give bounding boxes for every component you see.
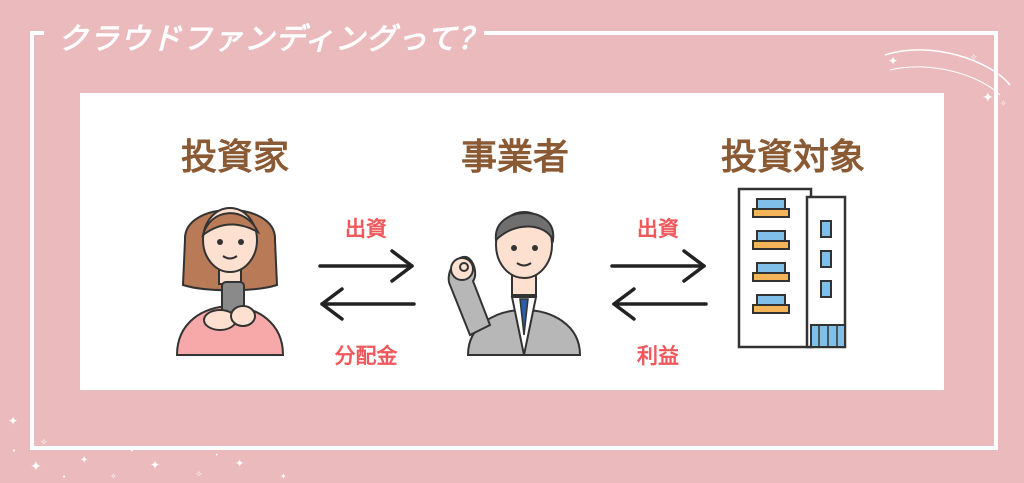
investor-woman-icon: [175, 207, 285, 356]
arrow-right-icon-2: [610, 249, 706, 283]
flow-label-investment-2: 出資: [637, 217, 679, 241]
sparkle-icon-bottom-left: ✦ ✧ ✦ ✦ ✧ ✦ ✧ ✦ ✦ • • • •: [8, 414, 287, 481]
flow-label-investment-1: 出資: [345, 217, 387, 241]
svg-text:•: •: [130, 448, 134, 455]
svg-text:✦: ✦: [982, 90, 994, 106]
node-business-label: 事業者: [460, 137, 569, 178]
arrow-left-icon-1: [320, 287, 416, 321]
svg-text:•: •: [12, 447, 16, 455]
svg-text:✧: ✧: [195, 470, 203, 480]
svg-text:•: •: [62, 473, 66, 481]
svg-text:✦: ✦: [30, 459, 42, 475]
flow-label-dividend: 分配金: [334, 344, 398, 368]
svg-text:✦: ✦: [150, 458, 160, 472]
svg-text:✦: ✦: [888, 54, 898, 68]
building-icon: [737, 187, 847, 349]
svg-text:✧: ✧: [40, 438, 48, 448]
svg-text:✦: ✦: [8, 414, 18, 428]
arrow-left-icon-2: [612, 287, 708, 321]
svg-text:✧: ✧: [110, 472, 117, 481]
page-title: クラウドファンディングって？: [58, 22, 489, 57]
svg-text:✧: ✧: [1000, 99, 1007, 108]
node-target-label: 投資対象: [720, 137, 865, 178]
flow-label-profit: 利益: [637, 344, 679, 368]
sparkle-icon-top-right: ✦ ✧ ✦ ✧: [884, 49, 1011, 108]
title-backdrop: [44, 14, 484, 50]
node-investor-label: 投資家: [180, 137, 289, 178]
decorative-frame: [30, 31, 998, 450]
svg-text:✦: ✦: [235, 457, 244, 470]
svg-text:✧: ✧: [970, 53, 978, 63]
arrow-right-icon-1: [318, 249, 414, 283]
svg-text:•: •: [215, 452, 219, 459]
svg-text:✦: ✦: [280, 472, 287, 481]
svg-text:✦: ✦: [80, 455, 88, 466]
business-man-icon: [447, 211, 582, 356]
